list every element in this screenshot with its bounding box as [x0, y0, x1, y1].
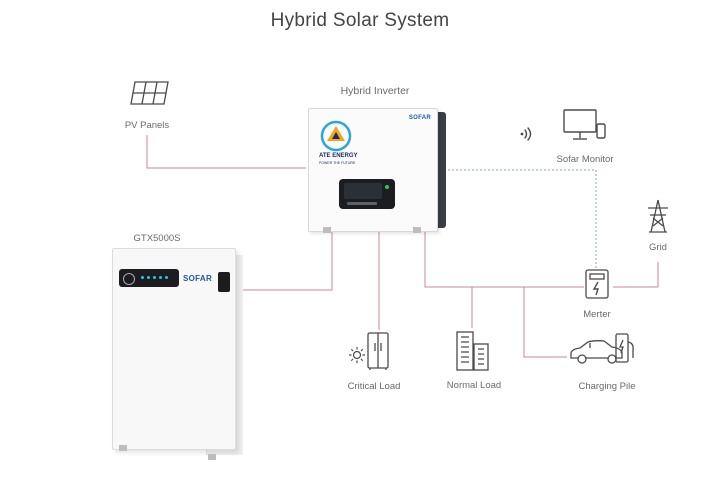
fridge-icon: [367, 332, 389, 370]
battery-foot-left: [119, 445, 127, 451]
pv-panels-label: PV Panels: [124, 120, 170, 131]
inverter-logo-subtext: POWER THE FUTURE: [319, 161, 356, 165]
battery-led: [153, 276, 156, 279]
charging-pile-label: Charging Pile: [578, 381, 636, 392]
battery-led: [165, 276, 168, 279]
charger-icon: [615, 333, 634, 363]
monitor-comm-line: [436, 169, 597, 268]
inverter-foot-left: [323, 227, 331, 233]
inverter-logo-text: ATE ENERGY: [319, 153, 358, 159]
wifi-signal-icon: [520, 127, 532, 141]
status-led-icon: [385, 185, 389, 189]
gtx5000s-battery: SOFAR: [112, 248, 236, 451]
pv-to-inverter-line: [146, 135, 306, 169]
inverter-display: [339, 179, 395, 209]
sofar-monitor-label: Sofar Monitor: [556, 154, 614, 165]
pv-panels-node: [128, 80, 170, 111]
inverter-display-screen: [344, 183, 382, 199]
inverter-buttons: [347, 202, 377, 205]
battery-foot-right: [208, 454, 216, 460]
sun-icon: [349, 347, 365, 363]
merter-label: Merter: [583, 309, 611, 320]
power-button-icon: [123, 273, 135, 285]
page-title: Hybrid Solar System: [270, 10, 450, 31]
hybrid-inverter-label: Hybrid Inverter: [340, 85, 410, 97]
building-icon: [456, 331, 489, 371]
battery-to-inverter-line: [240, 232, 333, 291]
transmission-tower-icon: [648, 199, 668, 233]
battery-led: [141, 276, 144, 279]
solar-panel-icon: [130, 81, 169, 105]
battery-model-label: GTX5000S: [133, 233, 181, 244]
car-icon: [570, 340, 623, 364]
normal-load-label: Normal Load: [446, 380, 502, 391]
meter-to-grid-line: [613, 262, 659, 288]
battery-led: [159, 276, 162, 279]
hybrid-inverter: SOFAR ATE ENERGY POWER THE FUTURE: [308, 108, 438, 233]
critical-load-label: Critical Load: [347, 381, 401, 392]
meter-icon: [585, 269, 609, 299]
inverter-ac-bus-line: [424, 232, 584, 288]
battery-led: [147, 276, 150, 279]
bus-to-charging-pile-line: [523, 287, 567, 358]
inverter-side-panel: [436, 112, 446, 228]
battery-brand: SOFAR: [183, 274, 213, 283]
battery-port: [218, 272, 230, 292]
inverter-foot-right: [413, 227, 421, 233]
computer-monitor-icon: [563, 109, 606, 140]
battery-indicator-panel: [119, 269, 179, 287]
inverter-brand: SOFAR: [408, 115, 431, 121]
grid-label: Grid: [649, 242, 667, 253]
ate-energy-logo: [320, 120, 352, 152]
